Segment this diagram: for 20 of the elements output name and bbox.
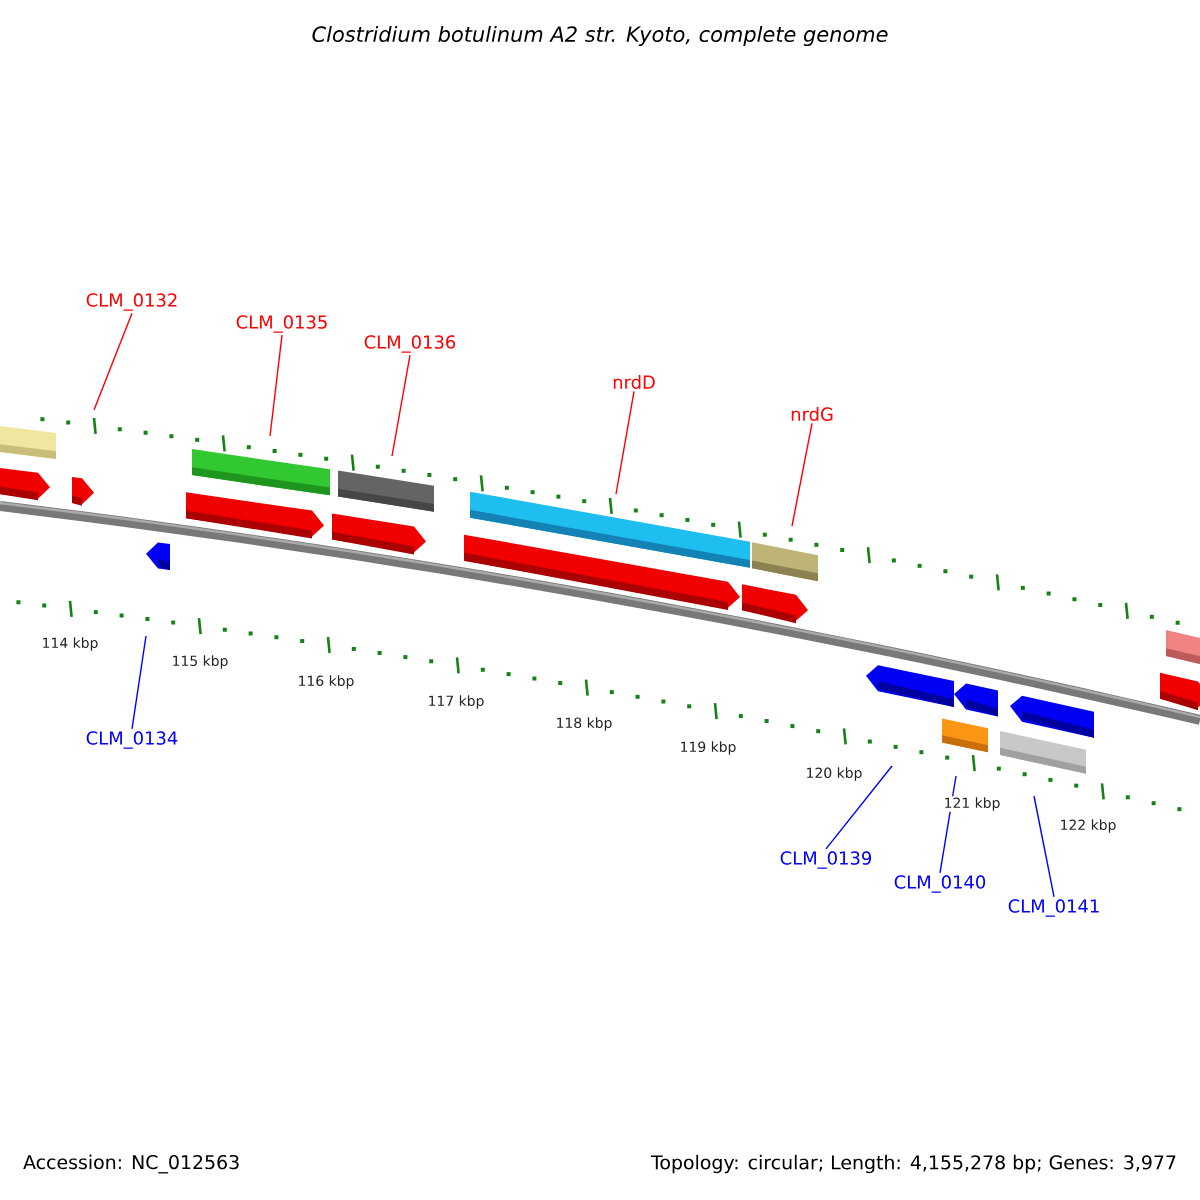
leader-line — [269, 334, 283, 437]
gene-label: CLM_0134 — [86, 731, 178, 749]
gene-label: CLM_0141 — [1008, 899, 1099, 917]
leader-line — [1033, 795, 1055, 898]
title: Clostridium botulinum A2 str. Kyoto, complete genome — [312, 25, 888, 47]
gene-label: CLM_0139 — [780, 851, 872, 869]
accession-note: Accession: NC_012563 — [23, 1154, 239, 1174]
leader-line — [93, 312, 133, 411]
leader-line — [791, 422, 813, 527]
leader-line — [131, 635, 147, 730]
gene-label: CLM_0140 — [894, 875, 986, 893]
gene-label: CLM_0135 — [236, 315, 327, 333]
leader-line — [615, 390, 635, 495]
gene-label: nrdG — [791, 407, 833, 421]
leader-line — [825, 765, 893, 850]
gene-label: nrdD — [613, 375, 655, 389]
gene-label: CLM_0136 — [364, 335, 456, 353]
gene-label: CLM_0132 — [86, 293, 177, 311]
genome-info-note: Topology: circular; Length: 4,155,278 bp; Genes: 3,977 — [650, 1154, 1176, 1174]
leader-line — [391, 354, 411, 457]
